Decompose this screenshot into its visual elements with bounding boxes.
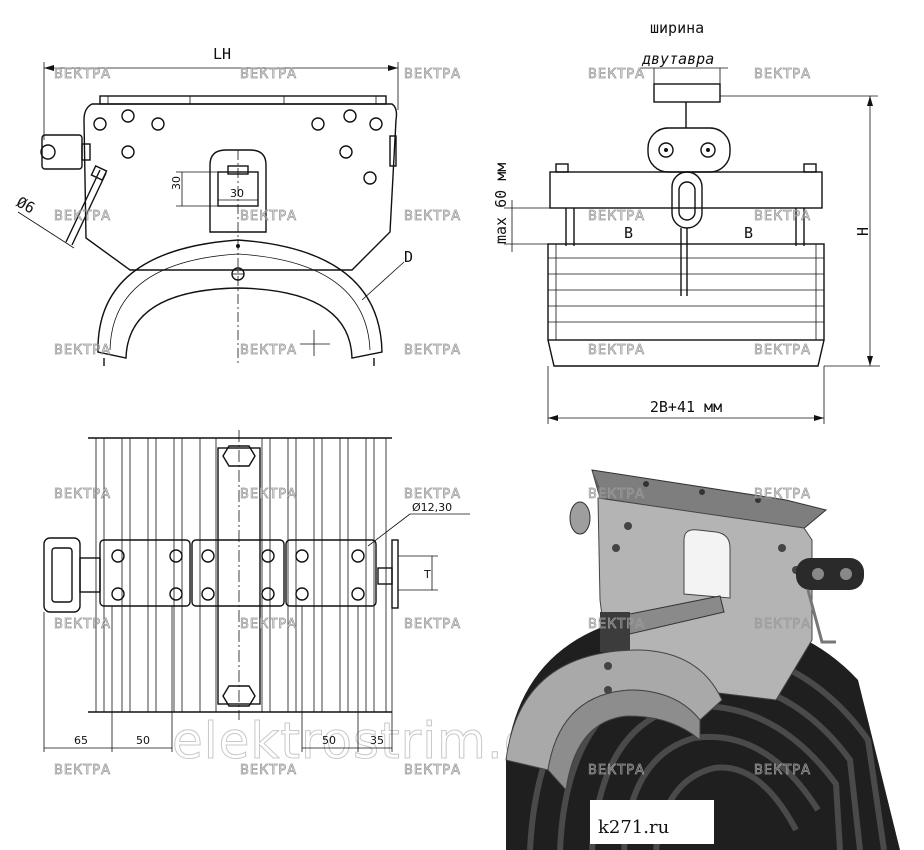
slot-width-label: 30 (230, 187, 244, 200)
dim-65: 65 (74, 734, 88, 747)
brand-watermark: ВЕКТРА (54, 343, 111, 358)
brand-watermark: ВЕКТРА (54, 67, 111, 82)
brand-watermark: ВЕКТРА (588, 67, 645, 82)
beam-label-line1: ширина (650, 19, 704, 37)
brand-watermark: ВЕКТРА (404, 209, 461, 224)
cable-lines (95, 438, 387, 712)
brand-watermark: ВЕКТРА (754, 617, 811, 632)
hole-diameter-label: Ø12,30 (412, 501, 452, 514)
brand-watermark: ВЕКТРА (404, 617, 461, 632)
offset-label-t: T (423, 568, 431, 581)
bolt-holes (111, 549, 365, 601)
section-label-b-right: B (744, 224, 753, 242)
diameter-label-6: Ø6 (14, 193, 38, 217)
brand-watermark: ВЕКТРА (240, 763, 297, 778)
arc-label-d: D (404, 248, 413, 266)
product-3d-render: k271.ru (505, 469, 900, 850)
brand-watermarks: ВЕКТРА ВЕКТРА ВЕКТРА ВЕКТРА ВЕКТРА ВЕКТР… (54, 67, 811, 779)
brand-watermark: ВЕКТРА (240, 487, 297, 502)
brand-watermark: ВЕКТРА (54, 487, 111, 502)
brand-watermark: ВЕКТРА (240, 209, 297, 224)
dim-50-right: 50 (322, 734, 336, 747)
brand-watermark: ВЕКТРА (588, 487, 645, 502)
top-view: Ø12,30 T 65 50 50 35 (43, 430, 470, 752)
beam-label-line2: двутавра (641, 50, 714, 68)
brand-watermark: ВЕКТРА (54, 617, 111, 632)
brand-watermark: ВЕКТРА (588, 617, 645, 632)
dim-35: 35 (370, 734, 384, 747)
brand-watermark: ВЕКТРА (240, 617, 297, 632)
brand-watermark: ВЕКТРА (754, 67, 811, 82)
dim-50-left: 50 (136, 734, 150, 747)
width-label-lh: LH (213, 45, 231, 63)
credit-label: k271.ru (598, 817, 669, 838)
brand-watermark: ВЕКТРА (754, 343, 811, 358)
brand-watermark: ВЕКТРА (404, 487, 461, 502)
slot-height-label: 30 (170, 176, 183, 190)
front-view: LH Ø6 (14, 45, 413, 366)
overall-width-label: 2B+41 мм (650, 398, 722, 416)
brand-watermark: ВЕКТРА (754, 209, 811, 224)
brand-watermark: ВЕКТРА (404, 67, 461, 82)
side-view: ширина двутавра max 60 мм B (492, 19, 880, 424)
height-label-h: H (854, 227, 872, 236)
brand-watermark: ВЕКТРА (240, 67, 297, 82)
brand-watermark: ВЕКТРА (54, 209, 111, 224)
brand-watermark: ВЕКТРА (588, 209, 645, 224)
section-label-b-left: B (624, 224, 633, 242)
brand-watermark: ВЕКТРА (754, 487, 811, 502)
brand-watermark: ВЕКТРА (54, 763, 111, 778)
gap-label: max 60 мм (492, 163, 510, 244)
brand-watermark: ВЕКТРА (588, 763, 645, 778)
brand-watermark: ВЕКТРА (588, 343, 645, 358)
brand-watermark: ВЕКТРА (754, 763, 811, 778)
brand-watermark: ВЕКТРА (404, 763, 461, 778)
brand-watermark: ВЕКТРА (240, 343, 297, 358)
brand-watermark: ВЕКТРА (404, 343, 461, 358)
